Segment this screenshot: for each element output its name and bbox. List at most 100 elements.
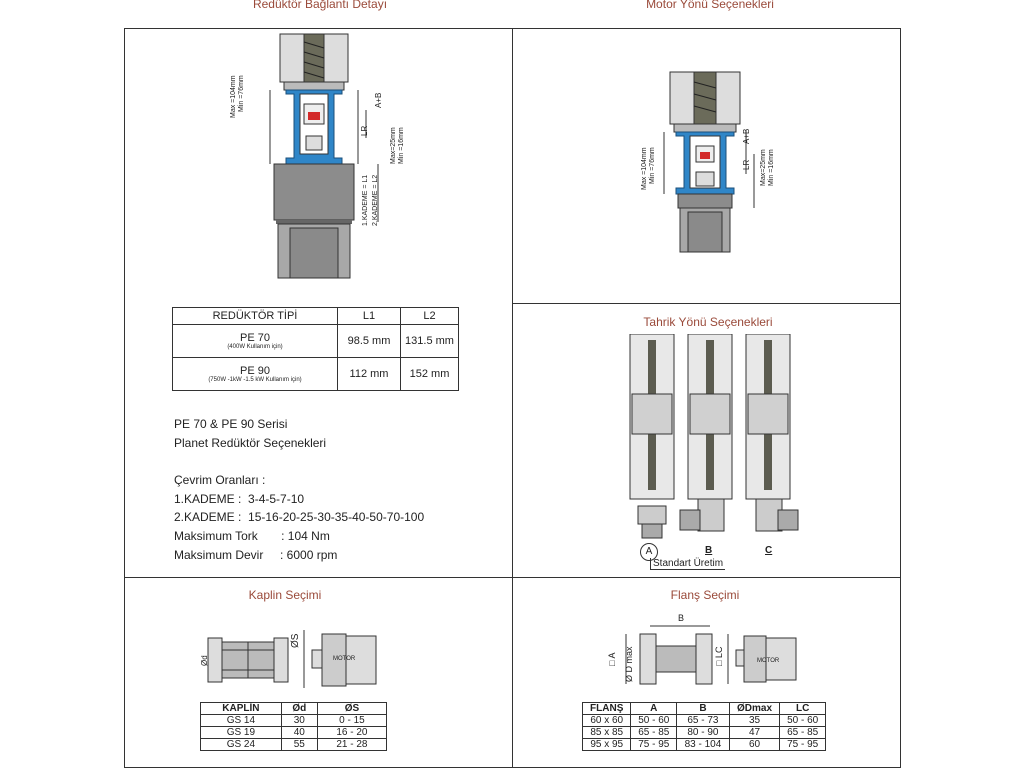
table-row: 60 x 60 50 - 60 65 - 73 35 50 - 60 [581, 714, 826, 727]
coupling-cell: GS 24 [200, 738, 282, 751]
coupling-header: ØS [316, 702, 388, 715]
table-row: GS 14 30 0 - 15 [200, 714, 388, 727]
ab-label: A+B [374, 92, 383, 108]
reducer-note: (750W -1kW -1.5 kW Kullanım için) [208, 377, 302, 383]
reducer-note: (400W Kullanım için) [227, 344, 283, 350]
flange-cell: 50 - 60 [779, 714, 826, 727]
center-divider [512, 28, 513, 577]
ratios-title: Çevrim Oranları : [174, 473, 266, 487]
flange-title: Flanş Seçimi [670, 588, 740, 602]
stage1-ratios: 1.KADEME : 3-4-5-7-10 [174, 492, 305, 506]
table-row: 85 x 85 65 - 85 80 - 90 47 65 - 85 [581, 726, 826, 739]
reducer-type: PE 70 [240, 332, 270, 344]
flange-cell: 65 - 85 [779, 726, 826, 739]
flange-cell: 35 [728, 714, 781, 727]
l1-cell: 112 mm [337, 357, 401, 391]
flange-cell: 50 - 60 [630, 714, 678, 727]
flange-table: FLANŞ A B ØDmax LC 60 x 60 50 - 60 65 - … [581, 702, 826, 751]
flange-b-label: B [678, 613, 685, 623]
reducer-type-cell: PE 90 (750W -1kW -1.5 kW Kullanım için) [172, 357, 338, 391]
coupling-table: KAPLİN Ød ØS GS 14 30 0 - 15 GS 19 40 16… [200, 702, 388, 751]
flange-cell: 65 - 73 [676, 714, 730, 727]
max-lr-label-2: Max=25mm [760, 149, 767, 186]
table-row: GS 19 40 16 - 20 [200, 726, 388, 739]
min-lr-label: Min =16mm [398, 127, 405, 164]
flange-cell: 85 x 85 [581, 726, 632, 739]
coupling-motor-label: MOTOR [333, 656, 356, 662]
drive-direction-drawing [629, 334, 799, 539]
coupling-cell: 40 [280, 726, 318, 739]
flange-cell: 65 - 85 [630, 726, 678, 739]
lr-label: LR [360, 125, 369, 136]
max-height-label: Max =104mm [230, 75, 237, 118]
max-speed: Maksimum Devir : 6000 rpm [174, 548, 338, 562]
flange-motor-label: MOTOR [757, 658, 780, 664]
coupling-cell: 0 - 15 [316, 714, 388, 727]
table-row: PE 70 (400W Kullanım için) 98.5 mm 131.5… [172, 324, 459, 358]
coupling-d-label: Ød [200, 655, 209, 666]
l2-cell: 152 mm [400, 357, 459, 391]
reducer-drawing [269, 33, 379, 279]
flange-cell: 75 - 95 [779, 738, 826, 751]
reducer-table: REDÜKTÖR TİPİ L1 L2 PE 70 (400W Kullanım… [172, 307, 459, 391]
header-type: REDÜKTÖR TİPİ [172, 307, 338, 325]
series-subtitle: Planet Redüktör Seçenekleri [174, 436, 327, 450]
flange-header: FLANŞ [581, 702, 632, 715]
option-a-label: A [645, 546, 653, 557]
ab-label-2: A+B [742, 128, 751, 144]
drive-option-c[interactable]: C [765, 545, 773, 556]
flange-cell: 95 x 95 [581, 738, 632, 751]
motor-direction-title: Motor Yönü Seçenekleri [646, 0, 774, 11]
flange-cell: 80 - 90 [676, 726, 730, 739]
header-l2: L2 [400, 307, 459, 325]
coupling-s-label: ØS [290, 633, 301, 648]
flange-cell: 60 [728, 738, 781, 751]
flange-drawing [625, 625, 797, 685]
coupling-cell: 30 [280, 714, 318, 727]
l1-cell: 98.5 mm [337, 324, 401, 358]
motor-direction-drawing [663, 71, 755, 253]
flange-header: B [676, 702, 730, 715]
flange-header: A [630, 702, 678, 715]
series-title: PE 70 & PE 90 Serisi [174, 417, 288, 431]
coupling-title: Kaplin Seçimi [248, 588, 322, 602]
max-torque: Maksimum Tork : 104 Nm [174, 529, 330, 543]
drive-option-b[interactable]: B [705, 545, 713, 556]
coupling-drawing [207, 630, 377, 688]
min-lr-label-2: Min =16mm [768, 149, 775, 186]
l1-label: 1.KADEME = L1 [362, 174, 369, 226]
coupling-cell: 55 [280, 738, 318, 751]
min-height-label: Min =76mm [238, 75, 245, 112]
reducer-connection-title: Redüktör Bağlantı Detayı [252, 0, 388, 11]
max-height-label-2: Max =104mm [641, 147, 648, 190]
bottom-center-divider [512, 577, 513, 768]
l2-label: 2.KADEME = L2 [372, 174, 379, 226]
coupling-cell: GS 14 [200, 714, 282, 727]
coupling-cell: 21 - 28 [316, 738, 388, 751]
l2-cell: 131.5 mm [400, 324, 459, 358]
flange-header: LC [779, 702, 826, 715]
table-row: PE 90 (750W -1kW -1.5 kW Kullanım için) … [172, 357, 459, 391]
max-lr-label: Max=25mm [390, 127, 397, 164]
coupling-cell: GS 19 [200, 726, 282, 739]
coupling-header: KAPLİN [200, 702, 282, 715]
flange-cell: 47 [728, 726, 781, 739]
reducer-type-cell: PE 70 (400W Kullanım için) [172, 324, 338, 358]
flange-table-header: FLANŞ A B ØDmax LC [581, 702, 826, 715]
standard-production-label: Standart Üretim [650, 558, 726, 570]
stage2-ratios: 2.KADEME : 15-16-20-25-30-35-40-50-70-10… [174, 510, 425, 524]
header-l1: L1 [337, 307, 401, 325]
min-height-label-2: Min =76mm [649, 147, 656, 184]
drive-option-a[interactable]: A [640, 543, 658, 561]
flange-header: ØDmax [728, 702, 781, 715]
flange-cell: 83 - 104 [676, 738, 730, 751]
flange-lc-label: □ LC [714, 646, 724, 666]
flange-cell: 60 x 60 [581, 714, 632, 727]
table-row: GS 24 55 21 - 28 [200, 738, 388, 751]
coupling-cell: 16 - 20 [316, 726, 388, 739]
coupling-header: Ød [280, 702, 318, 715]
flange-a-label: □ A [607, 652, 617, 666]
lr-label-2: LR [742, 159, 751, 170]
coupling-table-header: KAPLİN Ød ØS [200, 702, 388, 715]
reducer-table-header: REDÜKTÖR TİPİ L1 L2 [172, 307, 459, 325]
